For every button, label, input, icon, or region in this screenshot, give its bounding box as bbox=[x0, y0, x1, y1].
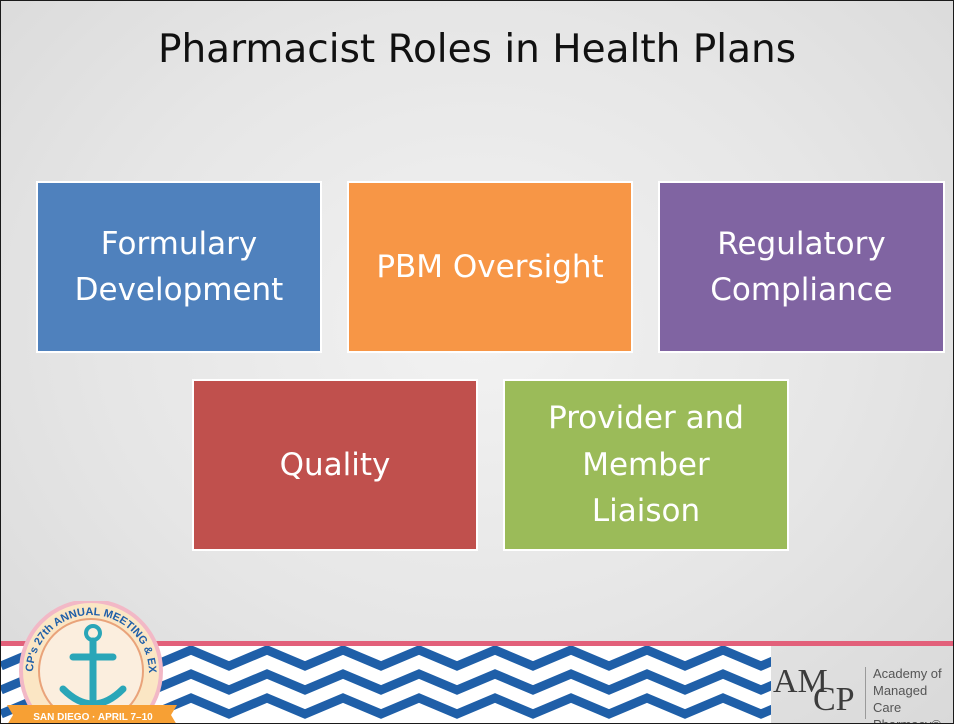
amcp-mark-top: AM bbox=[773, 663, 828, 700]
role-label: Quality bbox=[279, 446, 391, 483]
footer-accent-line bbox=[1, 641, 953, 646]
slide-title: Pharmacist Roles in Health Plans bbox=[157, 27, 797, 72]
amcp-mark-bottom: CP bbox=[813, 681, 855, 718]
role-box-regulatory-compliance: Regulatory Compliance bbox=[658, 181, 945, 353]
badge-ribbon-text: SAN DIEGO · APRIL 7–10 bbox=[33, 712, 153, 723]
role-box-formulary-development: Formulary Development bbox=[36, 181, 322, 353]
role-box-quality: Quality bbox=[192, 379, 478, 551]
role-label: Formulary Development bbox=[74, 225, 284, 309]
amcp-name-line3: Pharmacy® bbox=[873, 716, 953, 723]
amcp-name: Academy of Managed Care Pharmacy® bbox=[873, 665, 953, 723]
role-label: Provider and Member Liaison bbox=[548, 400, 744, 530]
logo-divider bbox=[865, 667, 866, 719]
role-box-pbm-oversight: PBM Oversight bbox=[347, 181, 633, 353]
role-label: Regulatory Compliance bbox=[710, 225, 893, 309]
amcp-name-line1: Academy of bbox=[873, 666, 942, 681]
amcp-logo: AM CP Academy of Managed Care Pharmacy® bbox=[773, 661, 953, 723]
amcp-name-line2: Managed Care bbox=[873, 683, 928, 715]
role-label: PBM Oversight bbox=[376, 248, 604, 285]
role-box-provider-member-liaison: Provider and Member Liaison bbox=[503, 379, 789, 551]
